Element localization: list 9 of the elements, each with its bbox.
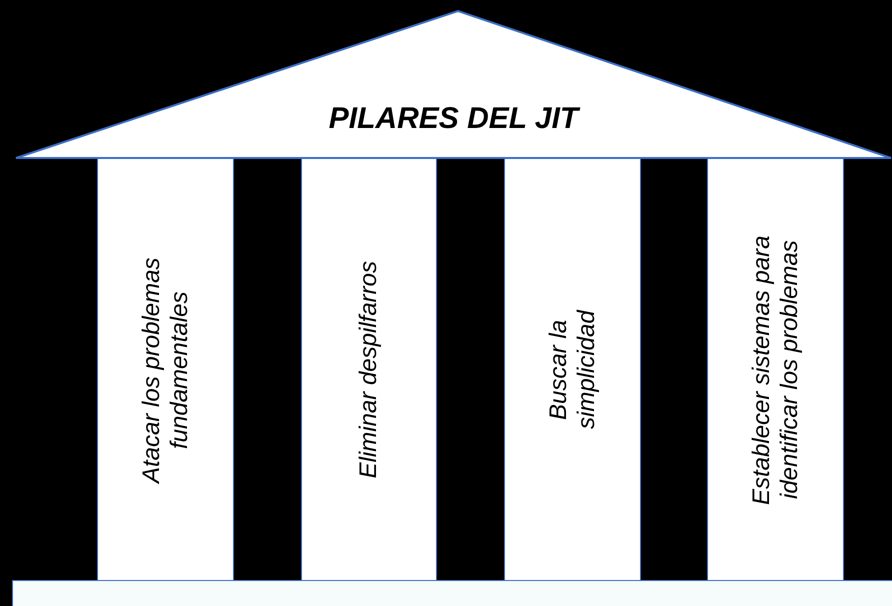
title-text: PILARES DEL JIT <box>328 102 578 136</box>
pillar <box>301 158 437 581</box>
pillar-text: Establecer sistemas para identificar los problemas <box>748 234 804 506</box>
pillar <box>97 158 234 581</box>
pillar-text: Buscar la simplicidad <box>544 308 600 431</box>
pillar-text: Eliminar despilfarros <box>355 260 383 478</box>
pillar-text: Atacar los problemas fundamentales <box>138 256 194 485</box>
pillar <box>707 158 844 581</box>
pillar <box>504 158 641 581</box>
